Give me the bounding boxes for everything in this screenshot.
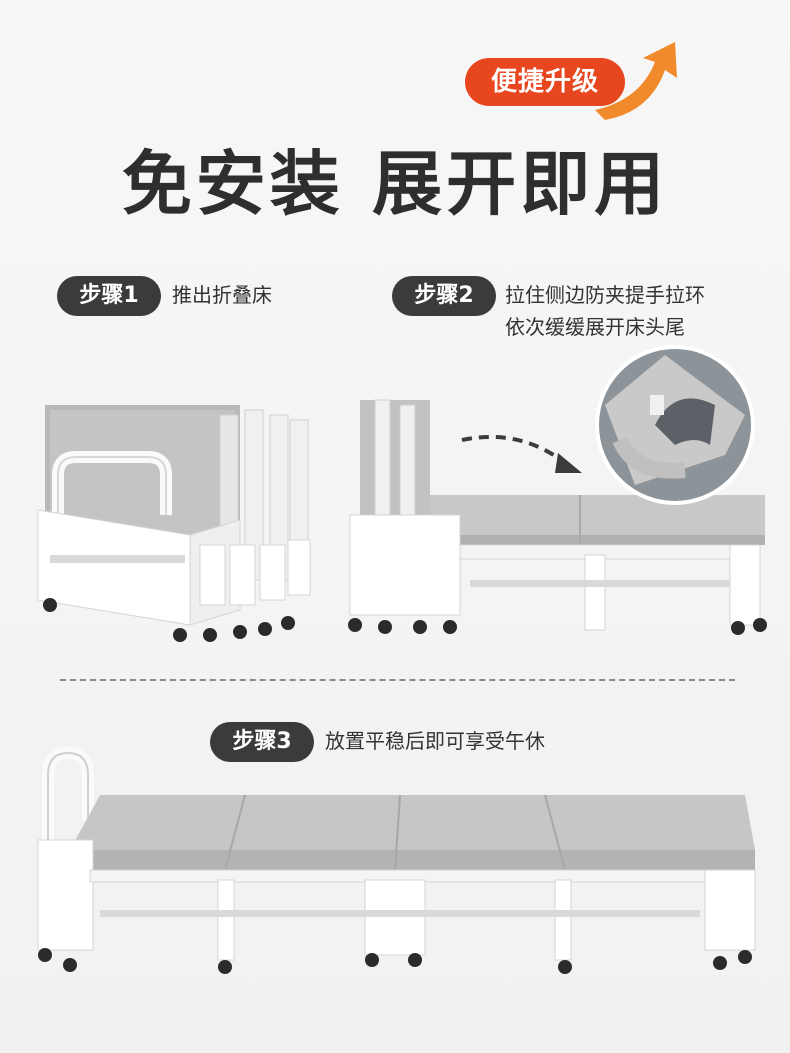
section-divider (60, 679, 735, 681)
upgrade-badge: 便捷升级 (465, 40, 685, 130)
step2-text-line1: 拉住侧边防夹提手拉环 (505, 283, 705, 307)
dashed-arrow-icon (461, 434, 582, 473)
page-title: 免安装 展开即用 (121, 143, 669, 225)
step1-text: 推出折叠床 (172, 283, 272, 307)
up-arrow-icon (595, 42, 677, 120)
step2-text-line2: 依次缓缓展开床头尾 (505, 315, 685, 339)
unfolded-bed-image (37, 746, 756, 974)
folded-bed-image (37, 405, 311, 642)
step3-text: 放置平稳后即可享受午休 (325, 729, 545, 753)
handle-detail-zoom (595, 345, 755, 505)
step3-pill: 步骤3 (210, 722, 314, 762)
unfolding-bed-image (348, 399, 767, 635)
step2-pill: 步骤2 (392, 276, 496, 316)
step1-pill: 步骤1 (57, 276, 161, 316)
upgrade-badge-label: 便捷升级 (465, 58, 625, 106)
